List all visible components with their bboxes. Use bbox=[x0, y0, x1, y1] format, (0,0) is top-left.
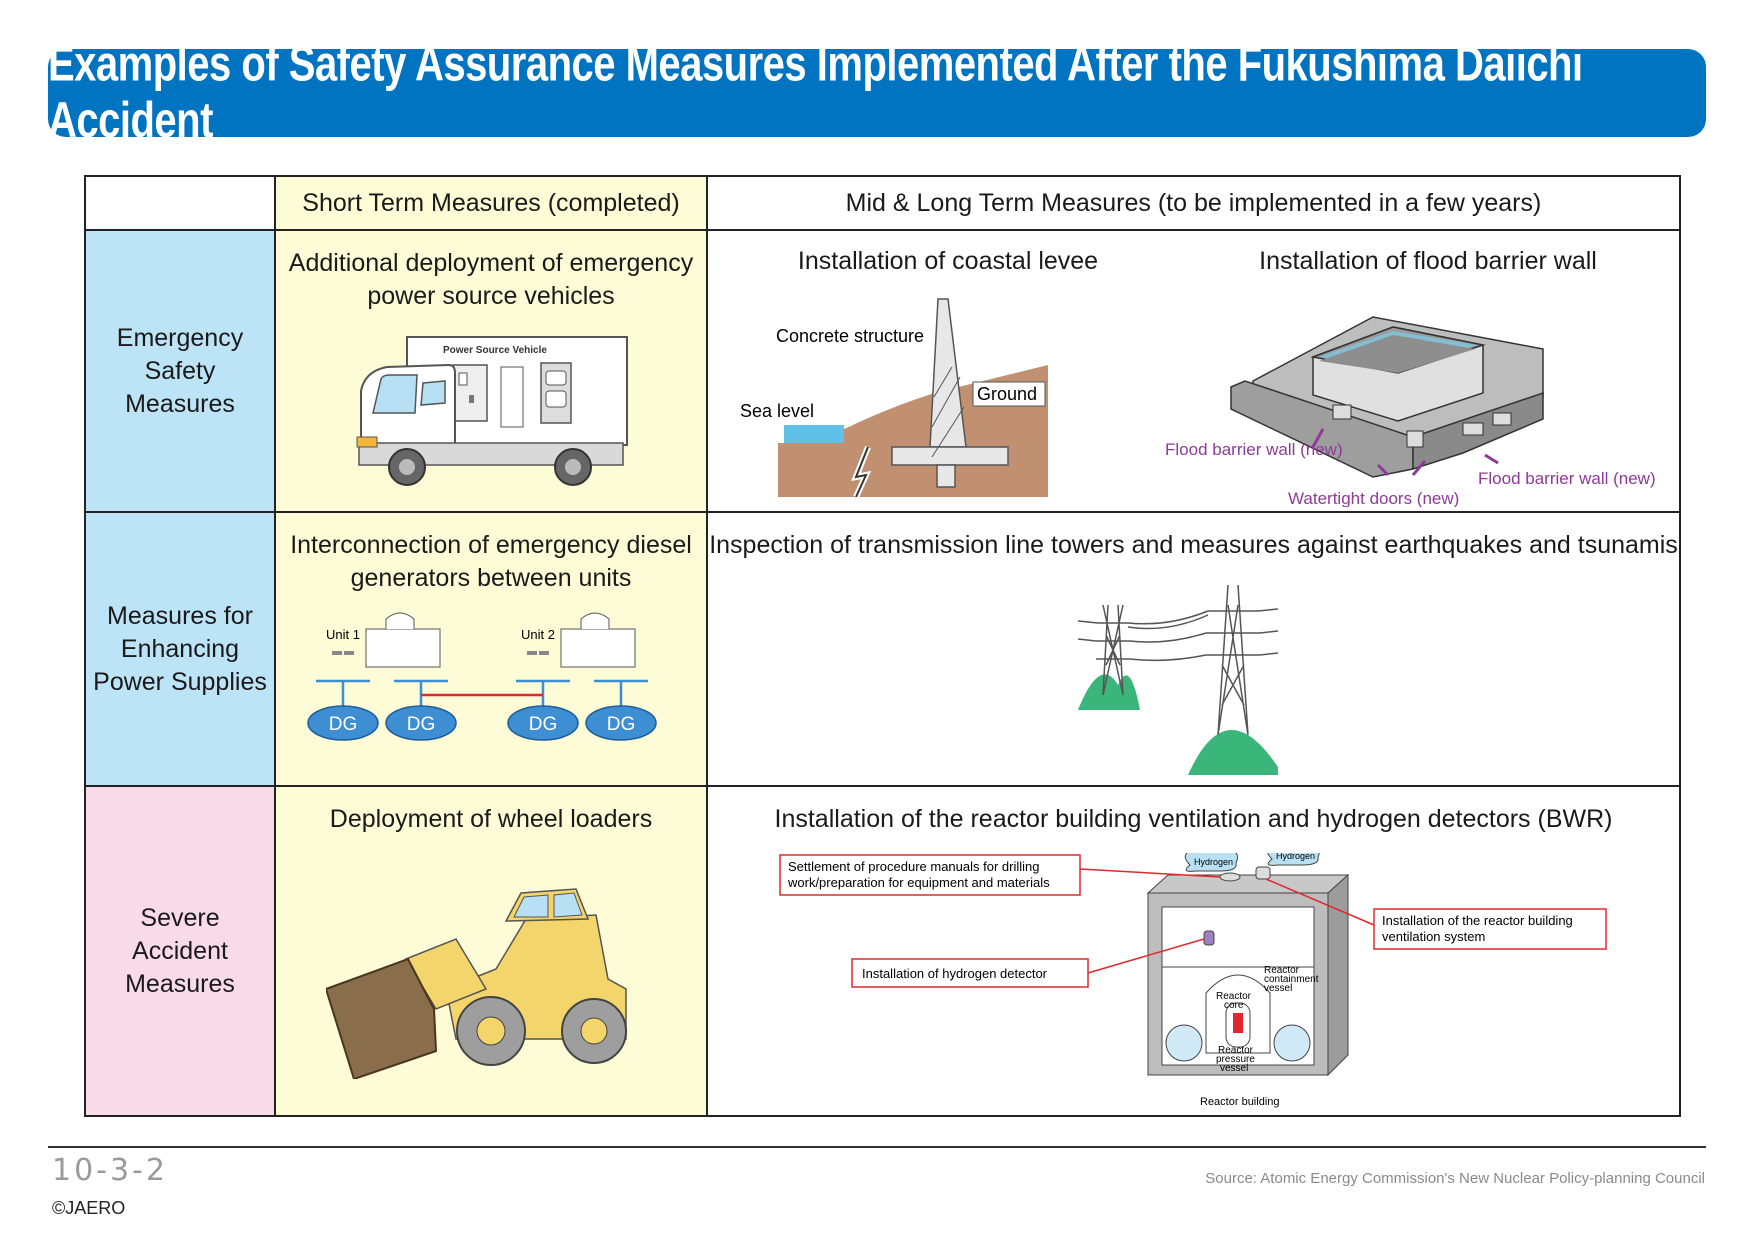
header-corner bbox=[84, 175, 276, 231]
dg-label-4: DG bbox=[607, 714, 636, 735]
footer-rule bbox=[48, 1146, 1706, 1148]
levee-caption: Installation of coastal levee bbox=[797, 247, 1099, 275]
flood-label-wall-left: Flood barrier wall (new) bbox=[1165, 440, 1343, 459]
page-number: 10-3-2 bbox=[52, 1153, 168, 1188]
flood-barrier-illustration: Flood barrier wall (new) Flood barrier w… bbox=[1165, 316, 1656, 507]
source-note: Source: Atomic Energy Commission's New N… bbox=[1205, 1170, 1705, 1187]
cell-transmission-towers: Inspection of transmission line towers a… bbox=[706, 511, 1681, 787]
row-label-text: Severe Accident Measures bbox=[125, 903, 235, 998]
dg-unit1: Unit 1 bbox=[326, 627, 360, 642]
reactor-hydrogen-1: Hydrogen bbox=[1194, 857, 1233, 867]
callout-ventilation-2: ventilation system bbox=[1382, 929, 1485, 944]
transmission-towers-illustration bbox=[1078, 585, 1278, 775]
cell-dg-interconnection: Interconnection of emergency diesel gene… bbox=[274, 511, 708, 787]
cell-caption: Additional deployment of emergency power… bbox=[288, 249, 694, 310]
cell-reactor-ventilation: Installation of the reactor building ven… bbox=[706, 785, 1681, 1117]
title-banner: Examples of Safety Assurance Measures Im… bbox=[48, 37, 1706, 148]
row-label-power: Measures for Enhancing Power Supplies bbox=[84, 511, 276, 787]
cell-levee-flood: Installation of coastal levee Installati… bbox=[706, 229, 1681, 513]
header-mid-long-term: Mid & Long Term Measures (to be implemen… bbox=[706, 175, 1681, 231]
dg-label-2: DG bbox=[407, 714, 436, 735]
row-label-severe: Severe Accident Measures bbox=[84, 785, 276, 1117]
flood-wall-caption: Installation of flood barrier wall bbox=[1259, 247, 1597, 275]
page-title: Examples of Safety Assurance Measures Im… bbox=[48, 36, 1583, 148]
flood-label-doors: Watertight doors (new) bbox=[1288, 489, 1459, 507]
row-label-emergency: Emergency Safety Measures bbox=[84, 229, 276, 513]
row-label-text: Measures for Enhancing Power Supplies bbox=[93, 601, 267, 696]
levee-label-sea: Sea level bbox=[740, 401, 814, 421]
copyright: ©JAERO bbox=[52, 1198, 126, 1218]
flood-label-wall-right: Flood barrier wall (new) bbox=[1478, 469, 1656, 488]
callout-detector: Installation of hydrogen detector bbox=[862, 966, 1048, 981]
levee-label-ground: Ground bbox=[977, 384, 1037, 404]
cell-caption: Inspection of transmission line towers a… bbox=[709, 531, 1678, 559]
callout-manual-2: work/preparation for equipment and mater… bbox=[787, 875, 1050, 890]
callout-ventilation-1: Installation of the reactor building bbox=[1382, 913, 1573, 928]
cell-caption: Interconnection of emergency diesel gene… bbox=[290, 531, 692, 592]
cell-caption: Installation of the reactor building ven… bbox=[774, 805, 1613, 833]
cell-wheel-loaders: Deployment of wheel loaders bbox=[274, 785, 708, 1117]
dg-label-3: DG bbox=[529, 714, 558, 735]
cell-power-vehicles: Additional deployment of emergency power… bbox=[274, 229, 708, 513]
dg-unit2: Unit 2 bbox=[521, 627, 555, 642]
dg-label-1: DG bbox=[329, 714, 358, 735]
dg-interconnection-diagram: Unit 1 Unit 2 DG DG DG DG bbox=[307, 612, 657, 741]
truck-label: Power Source Vehicle bbox=[443, 345, 547, 356]
levee-label-concrete: Concrete structure bbox=[776, 326, 924, 346]
callout-manual-1: Settlement of procedure manuals for dril… bbox=[788, 859, 1039, 874]
coastal-levee-illustration: Concrete structure Ground Sea level bbox=[740, 298, 1048, 497]
cell-caption: Deployment of wheel loaders bbox=[329, 805, 653, 833]
reactor-building-label: Reactor building bbox=[1200, 1096, 1280, 1108]
power-truck-illustration: Power Source Vehicle bbox=[356, 336, 628, 486]
measures-table: Short Term Measures (completed) Mid & Lo… bbox=[84, 175, 1681, 1117]
header-short-term: Short Term Measures (completed) bbox=[274, 175, 708, 231]
reactor-hydrogen-2: Hydrogen bbox=[1276, 853, 1315, 861]
wheel-loader-illustration bbox=[326, 888, 627, 1079]
row-label-text: Emergency Safety Measures bbox=[116, 323, 244, 418]
